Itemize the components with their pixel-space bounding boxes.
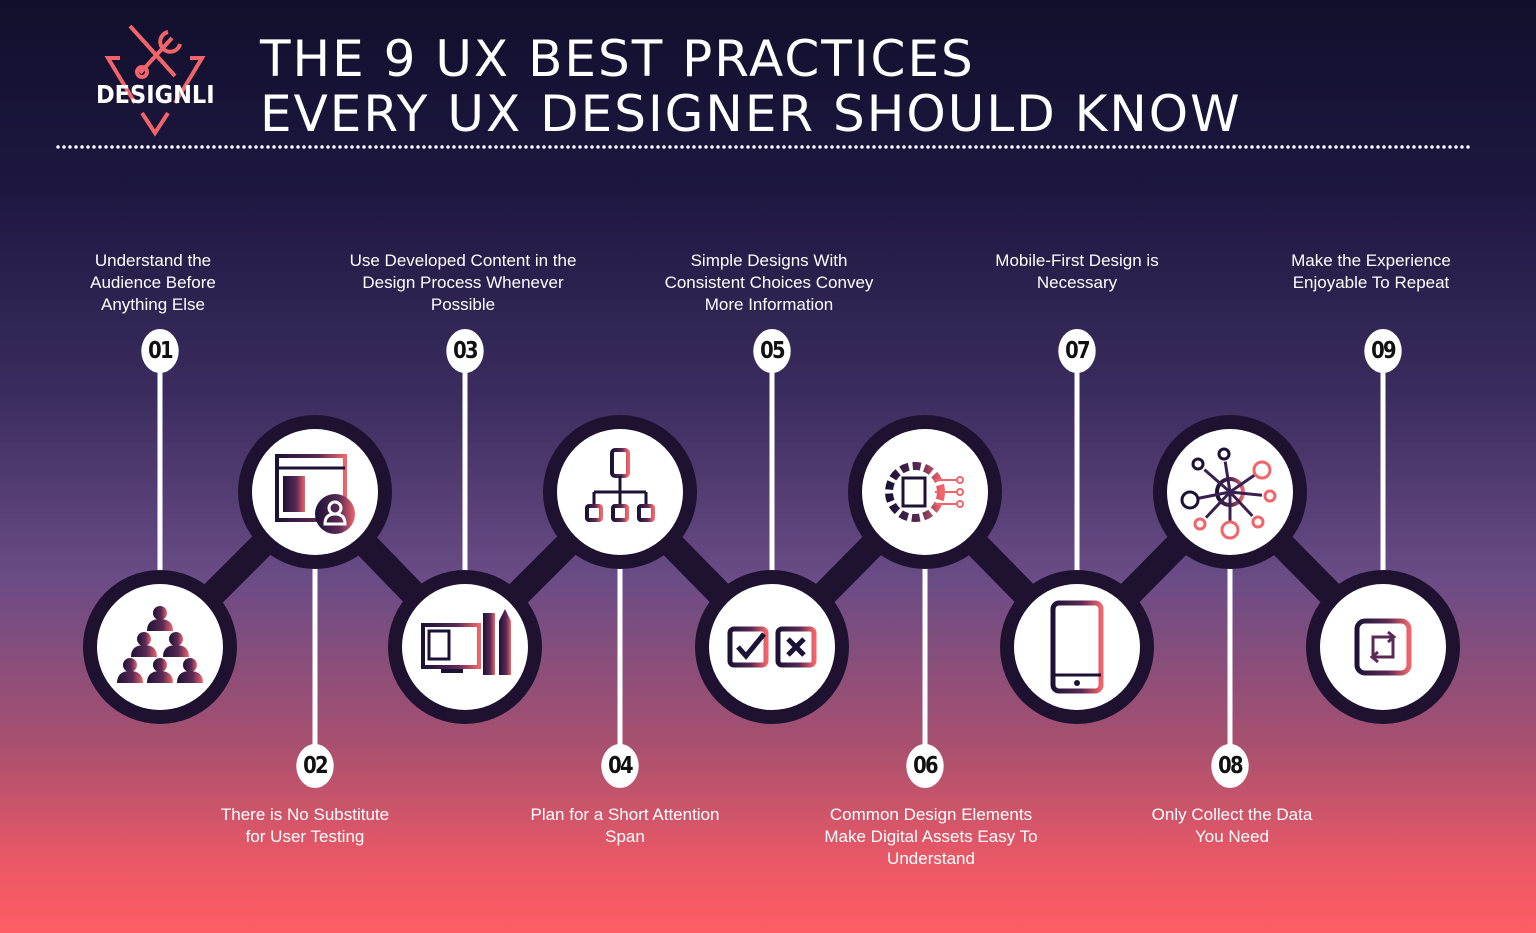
practice-circle xyxy=(252,429,378,555)
step-number-badge: 08 xyxy=(1211,744,1249,788)
check-cross-choice-icon xyxy=(727,626,817,668)
practice-label: Use Developed Content in the Design Proc… xyxy=(349,251,577,314)
hierarchy-sitemap-icon xyxy=(585,448,655,522)
logo-text: DESIGNLI xyxy=(96,80,215,109)
smartphone-icon xyxy=(1050,600,1104,694)
data-network-icon xyxy=(1180,447,1277,540)
practice-circle xyxy=(402,584,528,710)
practice-label: Only Collect the Data You Need xyxy=(1151,805,1313,846)
title-line-1: THE 9 UX BEST PRACTICES xyxy=(260,30,975,88)
step-number-badge: 05 xyxy=(753,329,791,373)
step-number-badge: 09 xyxy=(1364,329,1402,373)
title-line-2: EVERY UX DESIGNER SHOULD KNOW xyxy=(260,85,1242,143)
practice-label: Plan for a Short Attention Span xyxy=(530,805,720,846)
design-tools-monitor-icon xyxy=(421,609,511,675)
practice-label: Understand the Audience Before Anything … xyxy=(90,251,216,314)
practice-label: There is No Substitute for User Testing xyxy=(220,805,390,846)
practice-circle xyxy=(1014,584,1140,710)
page-title: THE 9 UX BEST PRACTICES EVERY UX DESIGNE… xyxy=(260,32,1242,142)
practice-label: Make the Experience Enjoyable To Repeat xyxy=(1291,251,1451,292)
user-testing-window-icon xyxy=(275,454,355,534)
designli-logo xyxy=(104,24,206,137)
step-number-badge: 06 xyxy=(906,744,944,788)
practice-label: Mobile-First Design is Necessary xyxy=(995,251,1159,292)
step-number-badge: 03 xyxy=(446,329,484,373)
practice-label: Simple Designs With Consistent Choices C… xyxy=(664,251,874,314)
step-number-badge: 04 xyxy=(601,744,639,788)
step-number-badge: 07 xyxy=(1058,329,1096,373)
audience-group-icon xyxy=(117,606,203,683)
repeat-icon xyxy=(1354,618,1412,676)
practice-label: Common Design Elements Make Digital Asse… xyxy=(824,805,1038,868)
step-number-badge: 02 xyxy=(296,744,334,788)
step-number-badge: 01 xyxy=(141,329,179,373)
gear-circuit-icon xyxy=(885,462,964,522)
practice-circle xyxy=(1320,584,1446,710)
practice-circle xyxy=(709,584,835,710)
dotted-divider xyxy=(55,145,1470,149)
practice-circle xyxy=(97,584,223,710)
